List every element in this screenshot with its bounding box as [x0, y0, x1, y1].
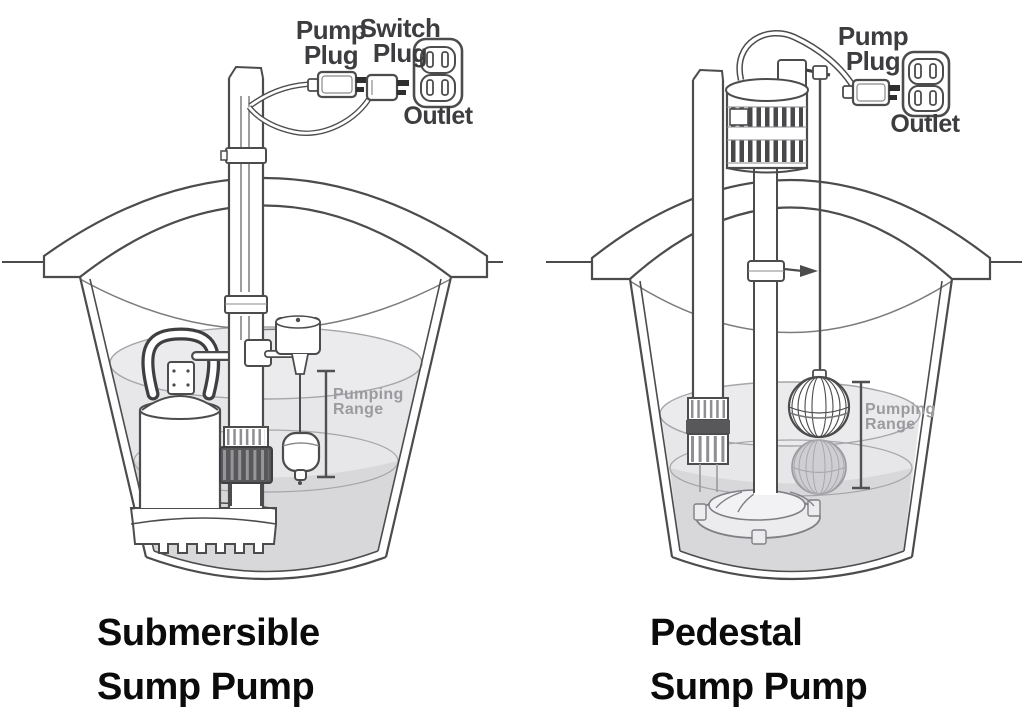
switch-plug-icon — [365, 73, 409, 102]
float-switch-left — [275, 315, 321, 485]
caption-line: Sump Pump — [650, 666, 868, 708]
label-line: Pumping — [333, 386, 404, 403]
submersible-diagram — [2, 37, 503, 581]
caption-line: Sump Pump — [97, 666, 315, 708]
discharge-pipe-left — [219, 65, 304, 508]
label-line: Pumping — [865, 401, 936, 418]
cable-tie-strap — [225, 147, 267, 164]
label-line: Range — [333, 401, 384, 418]
float-rod-assembly — [747, 79, 822, 377]
outlet-icon-left — [412, 37, 464, 109]
cord-clamp-box — [167, 361, 195, 395]
label-line: Pump — [295, 15, 367, 45]
label-left-pumping-range: Pumping Range — [333, 386, 404, 418]
label-line: Range — [865, 416, 916, 433]
outlet-icon-right — [901, 50, 951, 118]
label-right-pump-plug: Pump Plug — [837, 21, 909, 76]
label-left-outlet: Outlet — [403, 102, 473, 130]
pump-plug-icon-right — [842, 78, 900, 107]
pedestal-motor-assembly — [725, 30, 859, 495]
check-valve-right — [686, 397, 730, 492]
caption-submersible-sump-pump: Submersible Sump Pump — [97, 606, 320, 714]
label-line: Plug — [845, 46, 901, 76]
label-line: Pump — [837, 21, 909, 51]
float-ball — [787, 369, 851, 439]
pedestal-pump-base — [693, 489, 821, 545]
caption-pedestal-sump-pump: Pedestal Sump Pump — [650, 606, 868, 714]
caption-line: Pedestal — [650, 612, 803, 654]
pedestal-diagram — [546, 30, 1022, 581]
pump-plug-icon — [307, 70, 367, 99]
label-right-outlet: Outlet — [890, 110, 960, 138]
label-line: Plug — [303, 40, 359, 70]
float-ball-low-position — [791, 439, 847, 495]
sump-basin-left — [42, 177, 489, 581]
label-left-switch-plug: Switch Plug — [357, 13, 443, 68]
label-line: Plug — [372, 38, 428, 68]
submersible-pump-unit — [129, 327, 277, 554]
caption-line: Submersible — [97, 612, 320, 654]
label-right-pumping-range: Pumping Range — [865, 401, 936, 433]
discharge-pipe-right — [686, 68, 730, 492]
label-left-pump-plug: Pump Plug — [292, 15, 370, 70]
check-valve — [219, 426, 273, 506]
pumping-range-indicator-left — [317, 369, 335, 479]
label-line: Switch — [359, 13, 441, 43]
pumping-range-indicator-right — [852, 380, 870, 490]
pump-dome — [141, 395, 219, 411]
float — [281, 431, 321, 473]
